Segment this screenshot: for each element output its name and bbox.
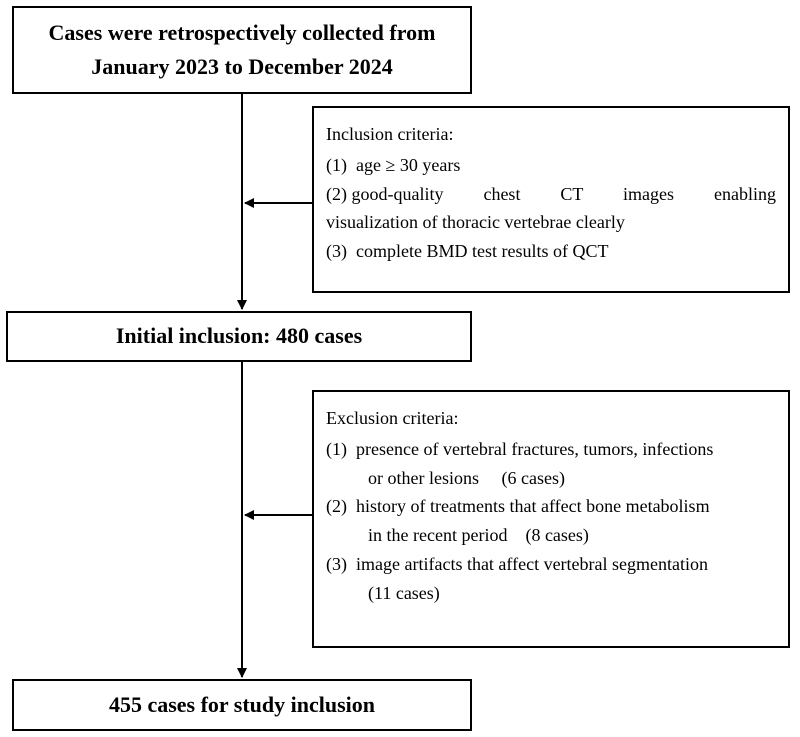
inclusion-item-3-number: (3): [326, 241, 347, 262]
exclusion-item-1: (1) presence of vertebral fractures, tum…: [326, 435, 776, 493]
exclusion-item-2-line1: history of treatments that affect bone m…: [356, 496, 710, 517]
start-box-line2: January 2023 to December 2024: [91, 54, 393, 79]
start-box: Cases were retrospectively collected fro…: [12, 6, 472, 94]
inclusion-item-3: (3) complete BMD test results of QCT: [326, 237, 776, 266]
inclusion-item-1-number: (1): [326, 154, 347, 175]
inclusion-item-3-text: complete BMD test results of QCT: [356, 241, 609, 262]
exclusion-item-2-number: (2): [326, 496, 347, 517]
exclusion-item-3: (3) image artifacts that affect vertebra…: [326, 550, 776, 608]
final-inclusion-box: 455 cases for study inclusion: [12, 679, 472, 731]
initial-inclusion-text: Initial inclusion: 480 cases: [115, 323, 363, 349]
exclusion-item-2-line2: in the recent period: [368, 525, 508, 546]
exclusion-item-3-line1: image artifacts that affect vertebral se…: [356, 553, 709, 574]
inclusion-item-1-text: age ≥ 30 years: [356, 154, 461, 175]
exclusion-item-2: (2) history of treatments that affect bo…: [326, 492, 776, 550]
final-inclusion-text: 455 cases for study inclusion: [108, 691, 376, 717]
inclusion-item-2-line1: good-quality chest CT images enabling: [351, 183, 777, 204]
start-box-line1: Cases were retrospectively collected fro…: [48, 19, 436, 45]
inclusion-criteria-box: Inclusion criteria: (1) age ≥ 30 years (…: [312, 106, 790, 293]
exclusion-item-1-number: (1): [326, 438, 347, 459]
exclusion-title: Exclusion criteria:: [326, 408, 459, 428]
inclusion-item-2: (2) good-quality chest CT images enablin…: [326, 180, 776, 238]
exclusion-criteria-box: Exclusion criteria: (1) presence of vert…: [312, 390, 790, 648]
inclusion-title: Inclusion criteria:: [326, 124, 454, 144]
inclusion-item-2-number: (2): [326, 183, 347, 204]
exclusion-item-1-count: (6 cases): [501, 467, 565, 488]
exclusion-item-3-line2: (11 cases): [368, 582, 440, 603]
inclusion-item-1: (1) age ≥ 30 years: [326, 151, 776, 180]
exclusion-item-1-line2: or other lesions: [368, 467, 479, 488]
exclusion-item-3-number: (3): [326, 553, 347, 574]
exclusion-item-1-line1: presence of vertebral fractures, tumors,…: [356, 438, 714, 459]
initial-inclusion-box: Initial inclusion: 480 cases: [6, 311, 472, 362]
exclusion-item-2-count: (8 cases): [525, 525, 589, 546]
inclusion-item-2-line2: visualization of thoracic vertebrae clea…: [326, 212, 625, 233]
